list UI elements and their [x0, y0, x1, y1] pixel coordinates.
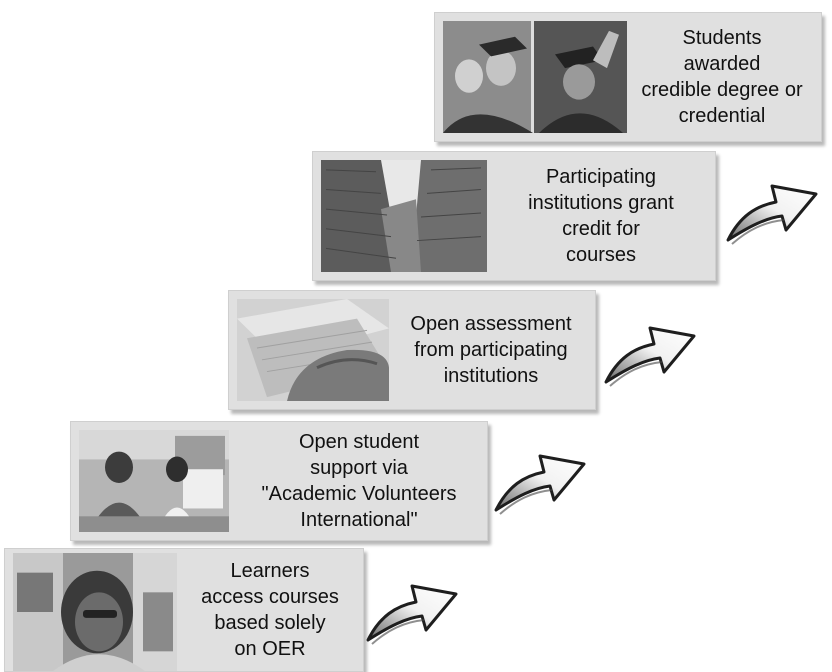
step-4-institutions-grant-credit: Participating institutions grant credit …: [312, 151, 716, 281]
step-3-label: Open assessment from participating insti…: [410, 313, 572, 387]
curved-up-arrow-icon: [362, 560, 466, 654]
skyscrapers-photo: [321, 160, 487, 272]
graduates-photo: [443, 21, 627, 133]
step-5-students-awarded: Students awarded credible degree or cred…: [434, 12, 822, 142]
curved-up-arrow-icon: [490, 430, 594, 524]
curved-up-arrow-icon: [722, 160, 826, 254]
step-1-label: Learners access courses based solely on …: [201, 560, 339, 660]
curved-up-arrow-icon: [600, 302, 704, 396]
step-5-label: Students awarded credible degree or cred…: [641, 27, 803, 127]
step-2-label: Open student support via "Academic Volun…: [261, 431, 457, 531]
step-2-student-support: Open student support via "Academic Volun…: [70, 421, 488, 541]
learner-at-computer-photo: [13, 553, 177, 671]
hands-on-keyboard-photo: [237, 299, 389, 401]
step-3-open-assessment: Open assessment from participating insti…: [228, 290, 596, 410]
students-in-office-photo: [79, 430, 229, 532]
step-1-learners-access: Learners access courses based solely on …: [4, 548, 364, 672]
step-4-label: Participating institutions grant credit …: [528, 166, 674, 266]
